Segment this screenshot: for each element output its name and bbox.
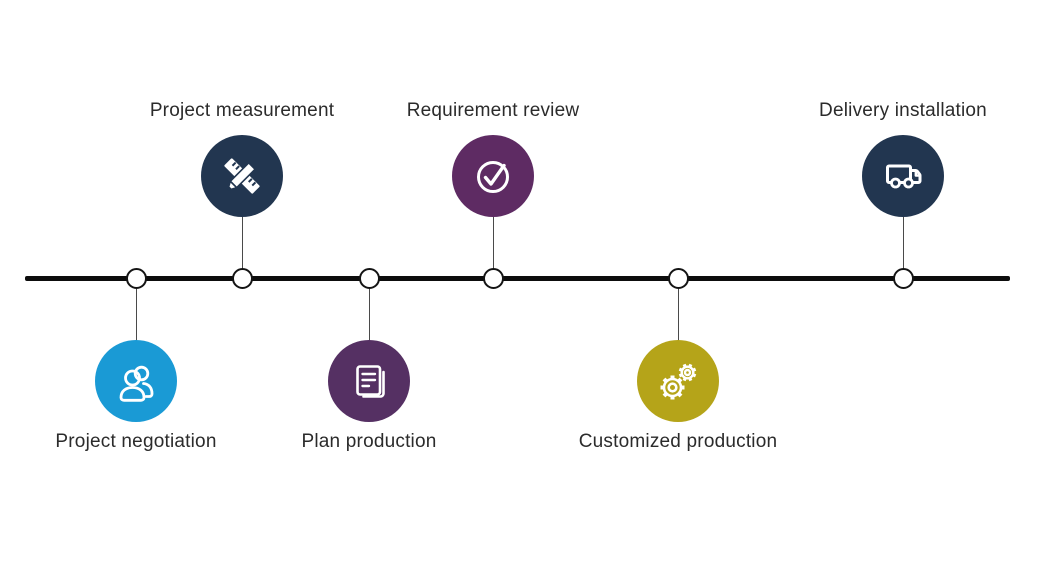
step-icon-circle xyxy=(452,135,534,217)
connector-line xyxy=(493,215,494,269)
connector-line xyxy=(242,215,243,269)
document-icon xyxy=(345,357,393,405)
gears-icon xyxy=(654,357,702,405)
step-label: Delivery installation xyxy=(819,100,987,121)
step-icon-circle xyxy=(201,135,283,217)
timeline-line xyxy=(25,276,1010,281)
step-label: Plan production xyxy=(301,431,437,452)
step-label: Project negotiation xyxy=(55,431,217,452)
step-label: Project measurement xyxy=(149,100,335,121)
step-icon-circle xyxy=(95,340,177,422)
truck-icon xyxy=(879,152,927,200)
check-circle-icon xyxy=(469,152,517,200)
connector-line xyxy=(903,215,904,269)
connector-line xyxy=(369,288,370,341)
people-icon xyxy=(112,357,160,405)
step-label: Customized production xyxy=(578,431,778,452)
step-label: Requirement review xyxy=(406,100,580,121)
ruler-pencil-icon xyxy=(218,152,266,200)
step-icon-circle xyxy=(328,340,410,422)
connector-line xyxy=(678,288,679,341)
step-icon-circle xyxy=(637,340,719,422)
step-icon-circle xyxy=(862,135,944,217)
connector-line xyxy=(136,288,137,341)
